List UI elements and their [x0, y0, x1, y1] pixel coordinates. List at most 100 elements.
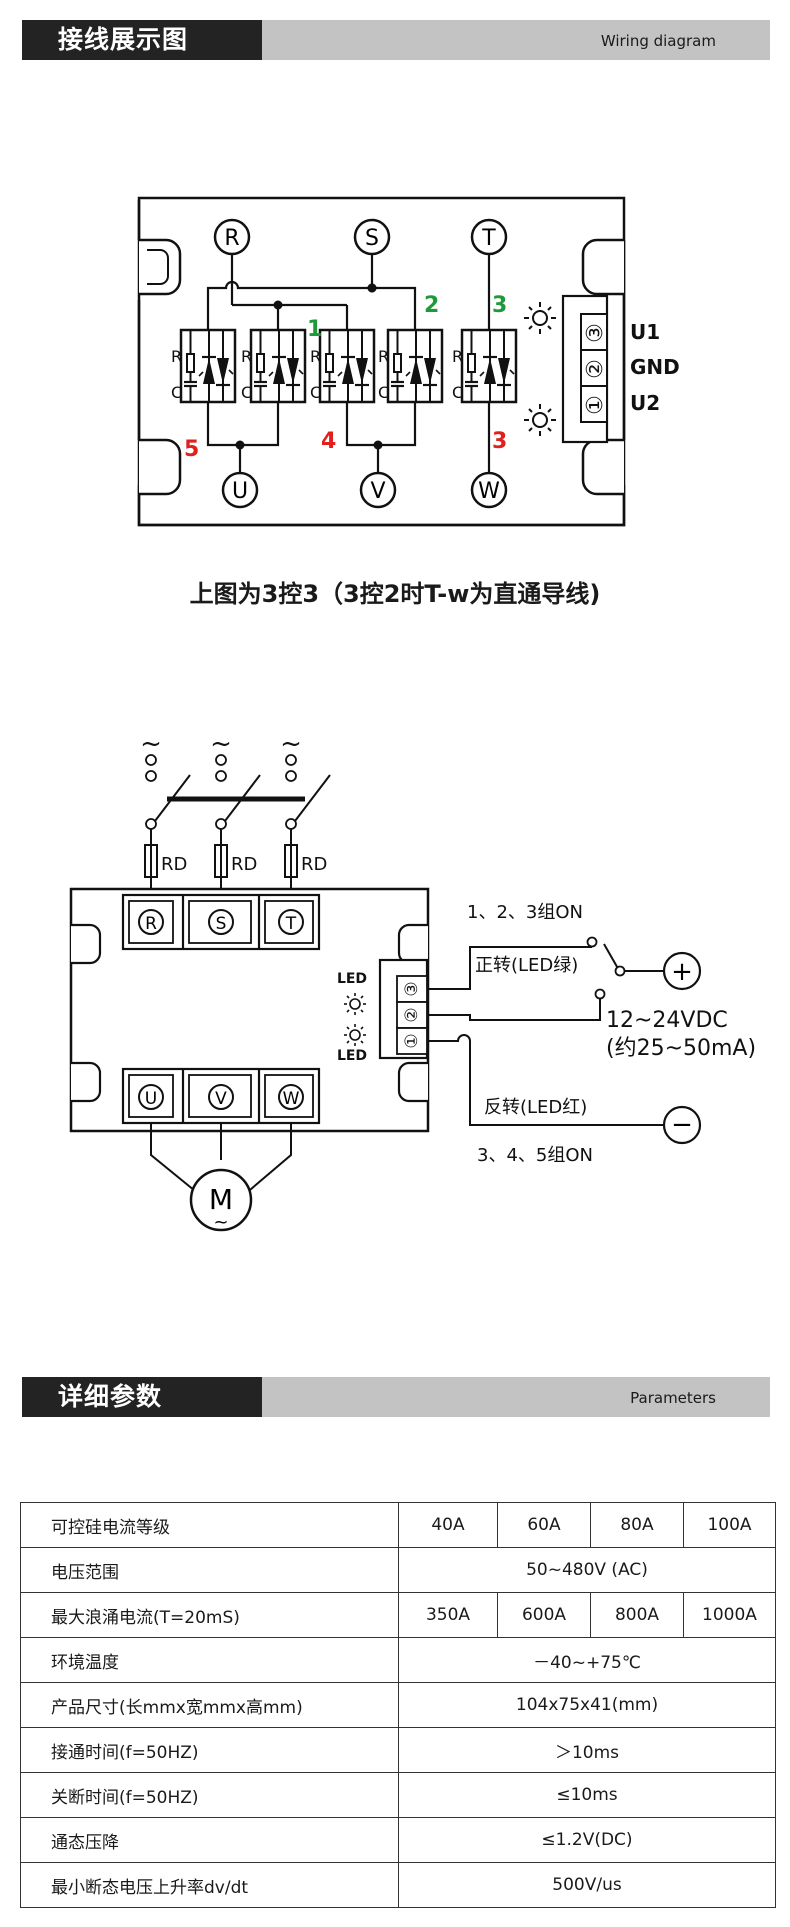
- terminal-r: R: [138, 909, 164, 935]
- led-label: LED: [337, 971, 367, 987]
- terminal-t: T: [470, 218, 508, 256]
- svg-text:C: C: [241, 383, 252, 402]
- table-row: 可控硅电流等级 40A 60A 80A 100A: [20, 1502, 776, 1548]
- plus-terminal-icon: +: [662, 951, 702, 991]
- current-range-label: (约25~50mA): [606, 1036, 756, 1061]
- diagram1-caption: 上图为3控3（3控2时T-w为直通导线): [189, 580, 601, 608]
- wiring-diagram-forward-reverse: ~ ~ ~ RD RD RD R S T: [69, 729, 756, 1233]
- svg-text:R: R: [241, 347, 252, 366]
- terminal-r: R: [213, 218, 251, 256]
- param-label: 最小断态电压上升率dv/dt: [20, 1862, 399, 1908]
- svg-text:U: U: [145, 1089, 157, 1109]
- table-row: 环境温度 －40~+75℃: [20, 1637, 776, 1683]
- control-pin-2: ②: [583, 359, 608, 379]
- ac-input-symbol: ~: [140, 729, 162, 759]
- param-label: 产品尺寸(长mmx宽mmx高mm): [20, 1682, 399, 1728]
- svg-text:C: C: [171, 383, 182, 402]
- led-label: LED: [337, 1048, 367, 1064]
- param-label: 关断时间(f=50HZ): [20, 1772, 399, 1818]
- svg-text:S: S: [365, 226, 379, 251]
- svg-text:S: S: [216, 914, 227, 934]
- minus-terminal-icon: −: [662, 1105, 702, 1145]
- param-value: ≤1.2V(DC): [398, 1817, 776, 1863]
- forward-groups-label: 1、2、3组ON: [467, 902, 583, 923]
- table-row: 通态压降 ≤1.2V(DC): [20, 1817, 776, 1863]
- svg-text:W: W: [478, 479, 500, 504]
- control-label-u1: U1: [630, 320, 660, 344]
- table-row: 关断时间(f=50HZ) ≤10ms: [20, 1772, 776, 1818]
- wiring-section-subtitle: Wiring diagram: [600, 32, 716, 50]
- table-row: 产品尺寸(长mmx宽mmx高mm) 104x75x41(mm): [20, 1682, 776, 1728]
- params-section-header: 详细参数 Parameters: [22, 1377, 770, 1417]
- group-number-green-3: 3: [492, 293, 507, 318]
- terminal-u: U: [138, 1084, 164, 1110]
- terminal-v: V: [208, 1084, 234, 1110]
- reverse-label: 反转(LED红): [484, 1097, 587, 1118]
- table-row: 电压范围 50~480V (AC): [20, 1547, 776, 1593]
- led-icon: [524, 404, 556, 436]
- voltage-range-label: 12~24VDC: [606, 1008, 728, 1033]
- param-label: 接通时间(f=50HZ): [20, 1727, 399, 1773]
- params-section-subtitle: Parameters: [630, 1389, 716, 1407]
- param-label: 电压范围: [20, 1547, 399, 1593]
- wiring-section-title: 接线展示图: [22, 20, 262, 60]
- svg-text:U: U: [232, 479, 248, 504]
- terminal-w: W: [278, 1084, 304, 1110]
- led-icon: [344, 1024, 366, 1046]
- param-label: 最大浪涌电流(T=20mS): [20, 1592, 399, 1638]
- control-pin-3: ③: [402, 981, 422, 996]
- param-value: 40A: [398, 1502, 498, 1548]
- fuse-label: RD: [231, 854, 257, 875]
- svg-text:M: M: [209, 1183, 233, 1216]
- param-value: 500V/us: [398, 1862, 776, 1908]
- wiring-section-header: 接线展示图 Wiring diagram: [22, 20, 770, 60]
- led-icon: [344, 993, 366, 1015]
- group-number-red-3: 3: [492, 429, 507, 454]
- reverse-groups-label: 3、4、5组ON: [477, 1145, 593, 1166]
- fuse-label: RD: [301, 854, 327, 875]
- param-value: 100A: [683, 1502, 776, 1548]
- svg-text:C: C: [378, 383, 389, 402]
- terminal-u: U: [221, 471, 259, 509]
- group-number-red-4: 4: [321, 429, 336, 454]
- param-value: 50~480V (AC): [398, 1547, 776, 1593]
- ac-input-symbol: ~: [280, 729, 302, 759]
- group-number-red-5: 5: [184, 437, 199, 462]
- svg-text:C: C: [452, 383, 463, 402]
- param-value: 800A: [590, 1592, 684, 1638]
- terminal-s: S: [208, 909, 234, 935]
- param-value: 80A: [590, 1502, 684, 1548]
- params-section-title: 详细参数: [22, 1377, 262, 1417]
- wiring-diagram-3-control: R S T RC RC RC RC RC: [137, 196, 680, 527]
- led-icon: [524, 302, 556, 334]
- param-label: 环境温度: [20, 1637, 399, 1683]
- svg-text:R: R: [224, 226, 239, 251]
- param-value: －40~+75℃: [398, 1637, 776, 1683]
- param-value: ≤10ms: [398, 1772, 776, 1818]
- ac-input-symbol: ~: [210, 729, 232, 759]
- svg-text:R: R: [378, 347, 389, 366]
- svg-text:T: T: [285, 914, 297, 934]
- table-row: 最大浪涌电流(T=20mS) 350A 600A 800A 1000A: [20, 1592, 776, 1638]
- table-row: 最小断态电压上升率dv/dt 500V/us: [20, 1862, 776, 1908]
- table-row: 接通时间(f=50HZ) ＞10ms: [20, 1727, 776, 1773]
- control-pin-1: ①: [583, 395, 608, 415]
- svg-text:T: T: [481, 226, 496, 251]
- param-value: ＞10ms: [398, 1727, 776, 1773]
- svg-text:V: V: [215, 1089, 227, 1109]
- terminal-w: W: [470, 471, 508, 509]
- param-value: 350A: [398, 1592, 498, 1638]
- svg-text:R: R: [145, 914, 157, 934]
- svg-text:V: V: [370, 479, 385, 504]
- terminal-s: S: [353, 218, 391, 256]
- motor-icon: M ~: [189, 1168, 253, 1233]
- param-value: 1000A: [683, 1592, 776, 1638]
- control-label-gnd: GND: [630, 355, 680, 379]
- control-pin-1: ①: [402, 1033, 422, 1048]
- terminal-v: V: [359, 471, 397, 509]
- group-number-green-1: 1: [307, 317, 322, 342]
- svg-text:R: R: [171, 347, 182, 366]
- param-value: 104x75x41(mm): [398, 1682, 776, 1728]
- svg-text:~: ~: [213, 1212, 228, 1233]
- control-pin-3: ③: [583, 323, 608, 343]
